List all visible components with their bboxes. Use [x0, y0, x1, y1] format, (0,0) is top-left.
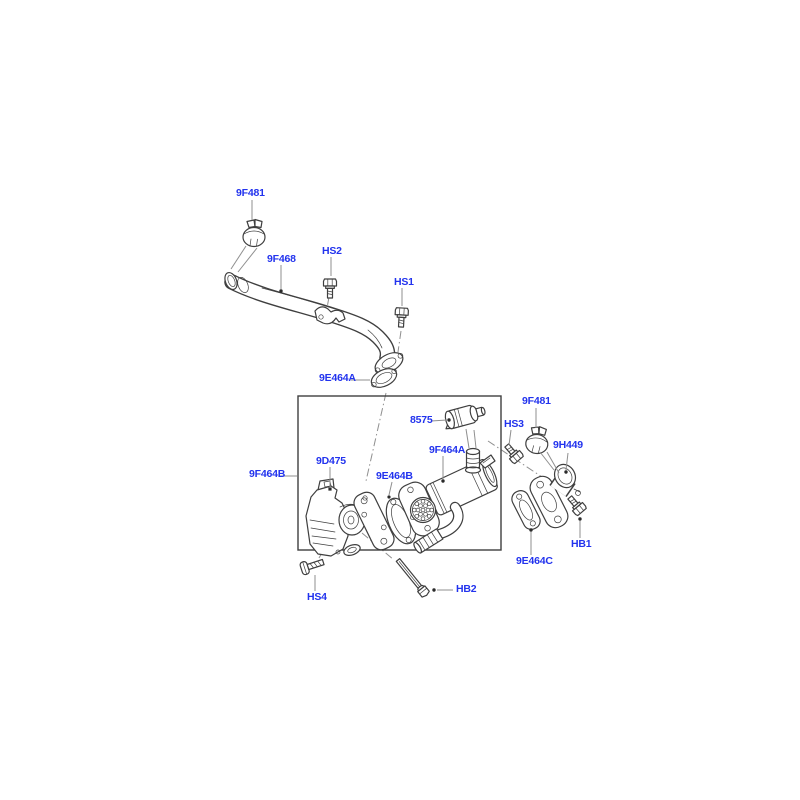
- cooler-top-stub: [464, 447, 496, 474]
- egr-cooler: [398, 447, 498, 554]
- part-label-hs1: HS1: [394, 276, 414, 288]
- cooler-bottom-hose: [413, 501, 464, 554]
- solenoid-valve: [444, 404, 486, 430]
- hose-clamp-top: [242, 218, 266, 248]
- part-label-gasket-c: 9E464C: [516, 555, 553, 567]
- part-label-valve: 9D475: [316, 455, 346, 467]
- bolt-hb1: [564, 492, 588, 517]
- screw-hs1: [393, 307, 410, 328]
- part-label-clamp-right: 9F481: [522, 395, 551, 407]
- screw-hs4: [299, 558, 325, 576]
- part-label-tube: 9H449: [553, 439, 583, 451]
- outlet-tube: [529, 463, 581, 529]
- pipe-bracket: [314, 306, 346, 325]
- leader-lines: [230, 200, 582, 592]
- part-label-hs2: HS2: [322, 245, 342, 257]
- part-label-gasket-b: 9E464B: [376, 470, 413, 482]
- part-label-assembly: 9F464B: [249, 468, 286, 480]
- pipe-end-flange: [374, 352, 404, 374]
- part-label-clamp-top: 9F481: [236, 187, 265, 199]
- cooler-mesh-face: [409, 496, 437, 524]
- screw-hs2: [322, 278, 338, 299]
- egr-valve: [305, 478, 395, 557]
- part-label-hs3: HS3: [504, 418, 524, 430]
- hose-clamp-right: [524, 424, 551, 456]
- part-label-pipe: 9F468: [267, 253, 296, 265]
- part-label-hb1: HB1: [571, 538, 592, 550]
- bolt-hb2: [395, 558, 430, 598]
- part-label-hs4: HS4: [307, 591, 327, 603]
- part-label-cooler: 9F464A: [429, 444, 466, 456]
- assembly-box: [297, 395, 502, 551]
- gasket-9E464A: [370, 368, 398, 388]
- gasket-9E464C: [511, 490, 541, 530]
- part-label-gasket-a: 9E464A: [319, 372, 356, 384]
- part-label-solenoid: 8575: [410, 414, 433, 426]
- part-label-hb2: HB2: [456, 583, 477, 595]
- egr-pipe: [224, 271, 396, 366]
